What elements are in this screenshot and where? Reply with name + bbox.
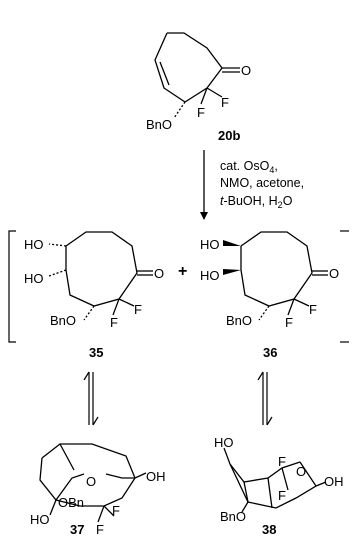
35-F1: F [134, 302, 142, 317]
plus-sign: + [178, 263, 187, 280]
20b-O: O [241, 63, 251, 78]
cf-bond-20b-1 [206, 87, 223, 98]
36-O: O [329, 266, 339, 281]
cage-37-ho-bond [49, 499, 57, 516]
cf-bond-36-1 [293, 298, 310, 307]
ring-36 [240, 231, 313, 307]
conditions-line-2: NMO, acetone, [220, 176, 304, 190]
36-F1: F [309, 302, 317, 317]
label-20b: 20b [218, 128, 240, 143]
conditions-line-1: cat. OsO4, [220, 159, 278, 175]
equilibrium-35-37 [83, 371, 99, 426]
37-F1: F [112, 503, 120, 518]
20b-F2: F [197, 105, 205, 120]
35-HO1: HO [24, 237, 44, 252]
cage-37-top [41, 443, 136, 479]
20b-BnO: BnO [146, 117, 172, 132]
cage-38-ring-3 [267, 477, 273, 509]
cage-37-bridge-1 [55, 473, 85, 501]
cage-38-ring-1 [229, 461, 301, 483]
cage-38-bno-bond [241, 501, 249, 513]
35-BnO: BnO [50, 313, 76, 328]
cage-38-f-bond [281, 467, 289, 491]
compound-37 [39, 443, 147, 523]
37-F2: F [96, 522, 104, 537]
36-BnO: BnO [226, 313, 252, 328]
bno-bond-36 [258, 305, 270, 321]
cage-37-cf2 [97, 505, 105, 523]
wedge-36-1 [223, 240, 241, 246]
cage-38-oh-bond [315, 481, 327, 487]
35-O: O [154, 266, 164, 281]
label-37: 37 [70, 522, 84, 537]
36-HO2: HO [200, 268, 220, 283]
compound-38 [223, 447, 327, 513]
37-O: O [86, 474, 96, 489]
ring-35 [65, 231, 138, 307]
37-HO: HO [30, 512, 50, 527]
38-OH: OH [324, 474, 344, 489]
cage-37-right [80, 477, 136, 507]
38-HO: HO [214, 435, 234, 450]
wedge-36-2 [223, 269, 241, 275]
ho-bond-35-1 [48, 243, 67, 247]
35-F2: F [110, 315, 118, 330]
compound-36 [240, 231, 328, 321]
double-bond-20b [159, 61, 170, 86]
cf-bond-35-1 [118, 298, 135, 307]
cage-37-bridge-2 [105, 473, 135, 479]
37-OBn: OBn [58, 495, 84, 510]
bno-bond-35 [83, 305, 95, 321]
cage-37-mid [59, 443, 75, 471]
label-35: 35 [89, 345, 103, 360]
cage-38-ring-4 [243, 481, 249, 503]
label-36: 36 [263, 345, 277, 360]
label-38: 38 [262, 522, 276, 537]
35-HO2: HO [24, 271, 44, 286]
bno-bond-20b [173, 101, 186, 119]
cage-38-ring-2 [229, 461, 317, 509]
ho-bond-35-2 [48, 269, 67, 277]
conditions-line-3: t-BuOH, H2O [220, 194, 293, 210]
36-HO1: HO [200, 237, 220, 252]
cf-bond-35-2 [112, 298, 120, 316]
cage-37-left [39, 457, 81, 507]
20b-F1: F [221, 95, 229, 110]
38-F1: F [278, 454, 286, 469]
37-OH: OH [146, 469, 166, 484]
cage-38-ho-bond [223, 447, 231, 465]
compound-20b [154, 32, 240, 119]
equilibrium-36-38 [257, 371, 273, 426]
38-BnO: BnO [220, 509, 246, 524]
cf-bond-20b-2 [200, 87, 208, 105]
cage-37-cf1 [103, 505, 115, 517]
compound-35 [48, 231, 153, 321]
36-F2: F [285, 315, 293, 330]
cage-37-oh-bond [134, 472, 147, 479]
left-bracket [8, 230, 16, 343]
38-O: O [296, 464, 306, 479]
38-F2: F [278, 488, 286, 503]
cf-bond-36-2 [287, 298, 295, 316]
